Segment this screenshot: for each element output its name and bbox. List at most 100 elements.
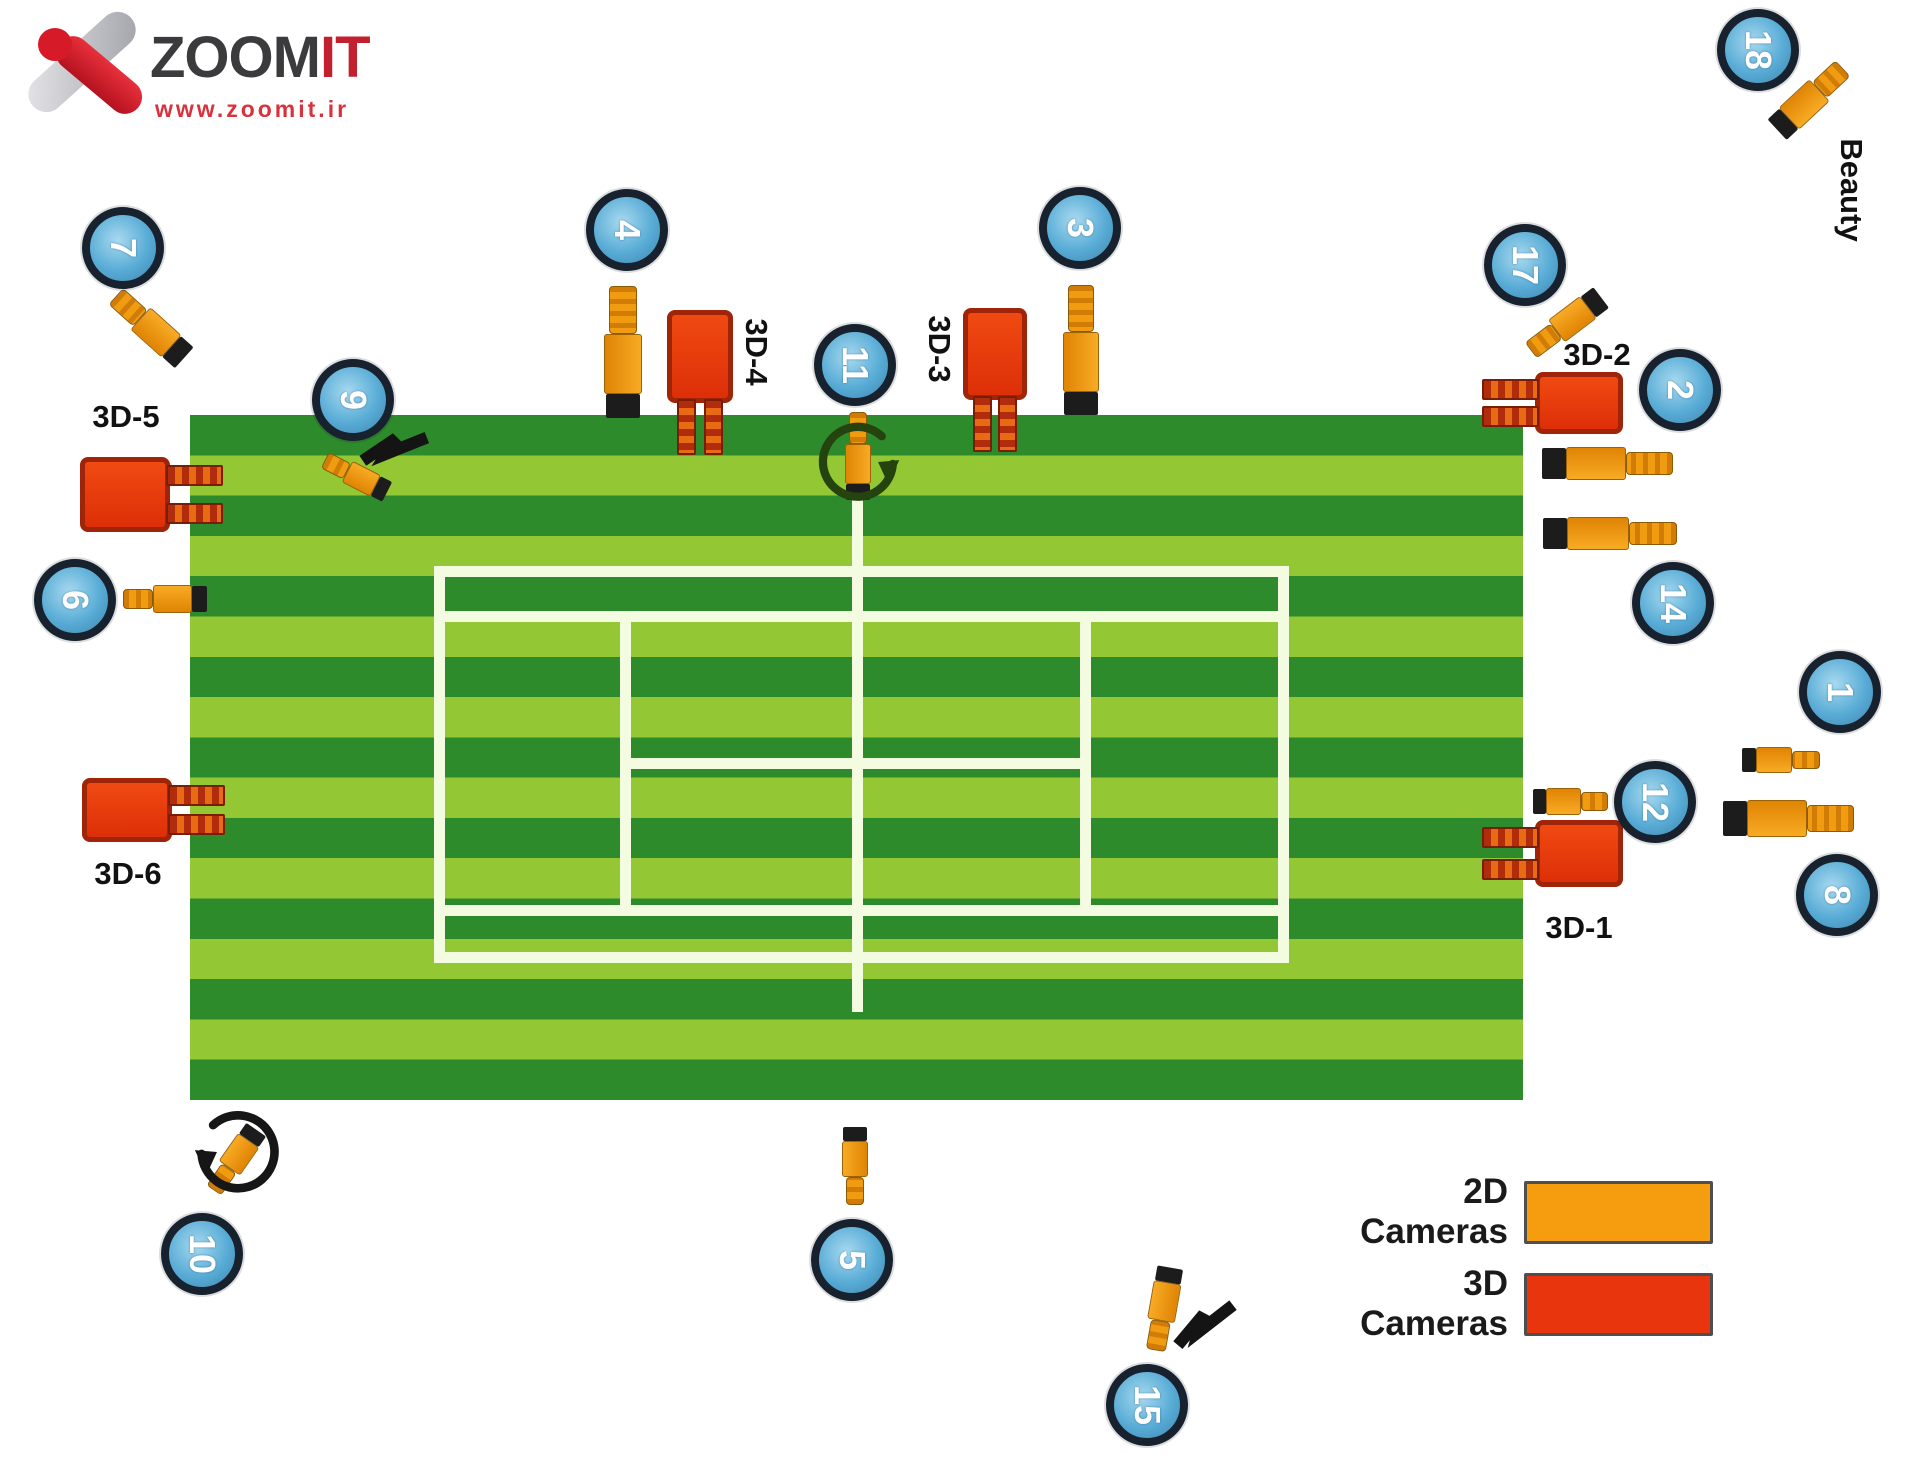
zigzag-9 [357, 421, 454, 484]
position-marker-2: 2 [1639, 349, 1721, 431]
camera-3d-4 [667, 310, 733, 403]
camera-2d-near-2a-back [1625, 451, 1673, 475]
camera-2d-7 [106, 285, 194, 369]
logo-brand-text: ZOOMIT [150, 24, 371, 91]
legend-row-2d: 2D Cameras [1318, 1172, 1713, 1252]
camera-3d-1-lens-1 [1482, 827, 1539, 849]
label-3d-4: 3D-4 [739, 318, 774, 386]
camera-2d-4-lens-icon [605, 394, 641, 418]
camera-3d-3-lens-1 [972, 396, 992, 452]
logo-red-dot [38, 28, 72, 61]
camera-2d-near-2b-body [1567, 516, 1629, 550]
camera-2d-1-back [1791, 750, 1820, 770]
rotation-arrow-11 [810, 416, 902, 508]
court-line-baseline-right [1278, 566, 1289, 963]
camera-2d-12-lens-icon [1532, 788, 1546, 814]
logo-url: www.zoomit.ir [155, 96, 350, 122]
marker-number-8: 8 [1817, 884, 1858, 906]
camera-2d-12 [1532, 787, 1608, 815]
camera-2d-3 [1063, 285, 1099, 415]
camera-2d-15-back [1145, 1318, 1171, 1353]
zoomit-logo-icon [20, 4, 149, 121]
legend-label-3d: 3D Cameras [1360, 1264, 1508, 1343]
camera-3d-5-lens-1 [166, 465, 223, 487]
court-line-baseline-left [434, 566, 445, 963]
camera-3d-6 [82, 778, 172, 842]
position-marker-14: 14 [1632, 562, 1714, 644]
camera-2d-1 [1742, 747, 1820, 773]
camera-2d-8 [1722, 799, 1854, 837]
camera-2d-3-back [1068, 285, 1094, 332]
legend-swatch-2d-cameras [1524, 1180, 1713, 1244]
camera-2d-5 [842, 1127, 868, 1205]
position-marker-18: 18 [1717, 9, 1799, 91]
camera-3d-4-lens-1 [676, 399, 696, 455]
camera-2d-5-lens-icon [843, 1127, 867, 1142]
position-marker-15: 15 [1106, 1364, 1188, 1446]
position-marker-17: 17 [1484, 224, 1566, 306]
legend: 2D Cameras 3D Cameras [1318, 1172, 1713, 1356]
camera-2d-3-body [1063, 331, 1099, 392]
camera-2d-8-body [1746, 799, 1807, 837]
legend-row-3d: 3D Cameras [1318, 1264, 1713, 1344]
marker-number-6: 6 [55, 589, 96, 611]
camera-2d-6-lens-icon [191, 586, 207, 612]
camera-2d-near-2a-lens-icon [1541, 447, 1566, 479]
rotation-arrow-10-icon [194, 1111, 279, 1193]
rotation-arrow-10 [192, 1104, 288, 1200]
zigzag-9-icon [359, 432, 430, 467]
zigzag-15 [1169, 1296, 1264, 1353]
camera-2d-near-2a [1541, 446, 1673, 480]
camera-3d-3-lens-2 [998, 396, 1018, 452]
camera-2d-1-body [1756, 747, 1792, 773]
camera-2d-12-back [1580, 791, 1608, 811]
label-beauty: Beauty [1834, 138, 1869, 242]
camera-2d-4 [604, 286, 642, 418]
legend-swatch-3d-cameras [1524, 1272, 1713, 1336]
position-marker-1: 1 [1799, 651, 1881, 733]
camera-2d-near-2a-body [1565, 446, 1626, 480]
camera-2d-4-back [609, 286, 637, 334]
label-3d-3: 3D-3 [922, 315, 957, 383]
position-marker-10: 10 [161, 1213, 243, 1295]
position-marker-12: 12 [1614, 761, 1696, 843]
camera-3d-2-lens-2 [1482, 406, 1539, 428]
marker-number-14: 14 [1652, 582, 1694, 624]
marker-number-11: 11 [835, 345, 876, 385]
zoomit-logo: ZOOMIT www.zoomit.ir [20, 4, 452, 131]
tennis-court [190, 415, 1523, 1100]
marker-number-18: 18 [1737, 29, 1779, 71]
camera-3d-2-lens-1 [1482, 378, 1539, 400]
camera-2d-4-body [604, 333, 642, 395]
camera-3d-1-lens-2 [1482, 858, 1539, 880]
marker-number-3: 3 [1060, 217, 1101, 239]
marker-number-5: 5 [832, 1249, 873, 1271]
label-3d-2: 3D-2 [1563, 337, 1631, 372]
marker-number-12: 12 [1634, 781, 1676, 823]
rotation-arrow-11-icon [818, 422, 900, 501]
label-3d-5: 3D-5 [92, 399, 160, 434]
marker-number-2: 2 [1660, 379, 1701, 401]
camera-2d-8-lens-icon [1722, 800, 1747, 836]
camera-3d-6-lens-1 [168, 785, 225, 807]
position-marker-9: 9 [312, 359, 394, 441]
camera-2d-3-lens-icon [1064, 391, 1098, 415]
marker-number-7: 7 [103, 237, 144, 259]
zigzag-15-icon [1173, 1300, 1237, 1349]
camera-3d-3 [963, 308, 1027, 400]
position-marker-7: 7 [82, 207, 164, 289]
camera-2d-5-body [842, 1141, 868, 1177]
position-marker-4: 4 [586, 189, 668, 271]
position-marker-3: 3 [1039, 187, 1121, 269]
camera-3d-1 [1535, 820, 1623, 887]
marker-number-15: 15 [1126, 1384, 1168, 1426]
camera-2d-near-2b-back [1628, 521, 1677, 545]
marker-number-1: 1 [1820, 681, 1861, 703]
camera-3d-5-lens-2 [166, 502, 223, 524]
camera-2d-6-body [153, 585, 192, 613]
position-marker-11: 11 [814, 324, 896, 406]
camera-2d-6-back [123, 588, 154, 610]
marker-number-4: 4 [607, 219, 648, 241]
camera-3d-2 [1535, 372, 1623, 434]
